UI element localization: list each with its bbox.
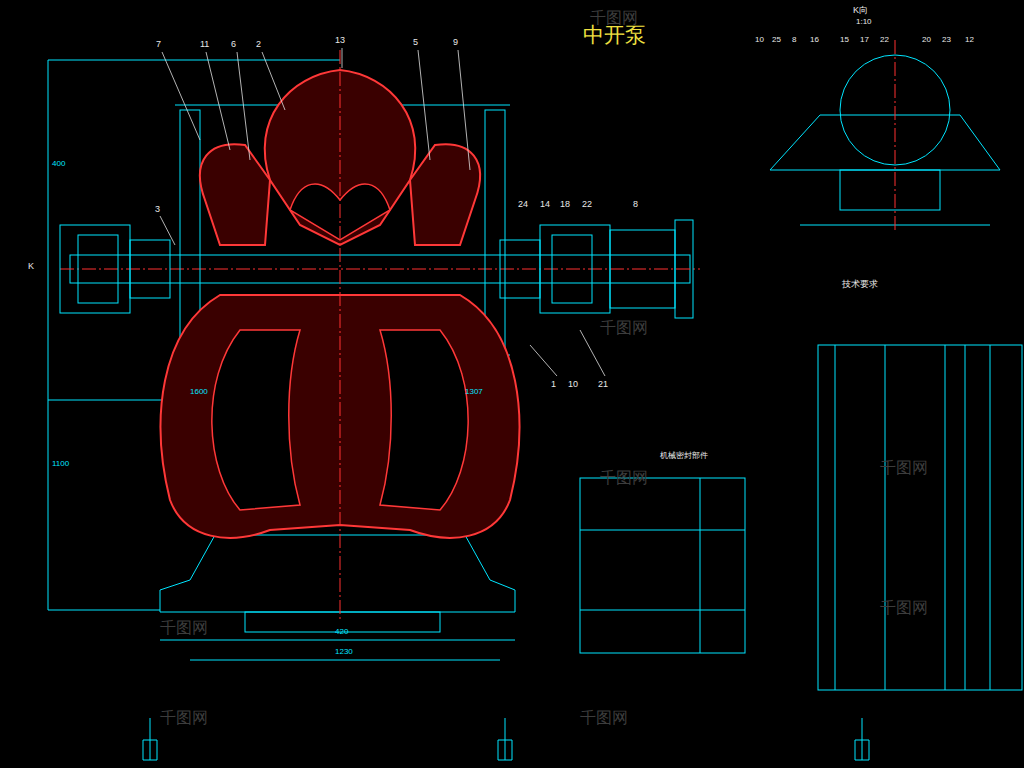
note-heading: 技术要求: [842, 280, 878, 289]
callout-number: 9: [453, 38, 458, 47]
callout-number: 10: [568, 380, 578, 389]
detail-title: 机械密封部件: [660, 452, 708, 460]
callout-number: 21: [598, 380, 608, 389]
watermark: 千图网: [590, 10, 638, 26]
callout-number: 22: [582, 200, 592, 209]
callout-number: 15: [840, 36, 849, 44]
callout-number: 16: [810, 36, 819, 44]
callout-number: 17: [860, 36, 869, 44]
watermark: 千图网: [160, 620, 208, 636]
view-mark: K向: [853, 6, 868, 15]
callout-number: 8: [633, 200, 638, 209]
callout-number: 5: [413, 38, 418, 47]
dimension: 1600: [190, 388, 208, 396]
watermark: 千图网: [600, 470, 648, 486]
callout-number: 13: [335, 36, 345, 45]
drawing-title: 中开泵: [583, 25, 646, 46]
callout-number: 1: [551, 380, 556, 389]
callout-number: 6: [231, 40, 236, 49]
watermark: 千图网: [160, 710, 208, 726]
watermark: 千图网: [580, 710, 628, 726]
callout-number: 8: [792, 36, 796, 44]
callout-number: 10: [755, 36, 764, 44]
dimension: 1230: [335, 648, 353, 656]
dimension: 1307: [465, 388, 483, 396]
dimension: 1100: [52, 460, 69, 468]
callout-number: 22: [880, 36, 889, 44]
callout-number: 20: [922, 36, 931, 44]
callout-number: 7: [156, 40, 161, 49]
scale: 1:10: [856, 18, 872, 26]
callout-number: 25: [772, 36, 781, 44]
callout-number: 2: [256, 40, 261, 49]
callout-number: 24: [518, 200, 528, 209]
callout-number: 18: [560, 200, 570, 209]
callout-number: 12: [965, 36, 974, 44]
callout-number: 3: [155, 205, 160, 214]
watermark: 千图网: [880, 600, 928, 616]
watermark: 千图网: [600, 320, 648, 336]
callout-number: 11: [200, 40, 209, 49]
callout-number: 14: [540, 200, 550, 209]
callout-number: 23: [942, 36, 951, 44]
dimension: 400: [52, 160, 65, 168]
view-mark: K: [28, 262, 34, 271]
dimension: 420: [335, 628, 348, 636]
watermark: 千图网: [880, 460, 928, 476]
